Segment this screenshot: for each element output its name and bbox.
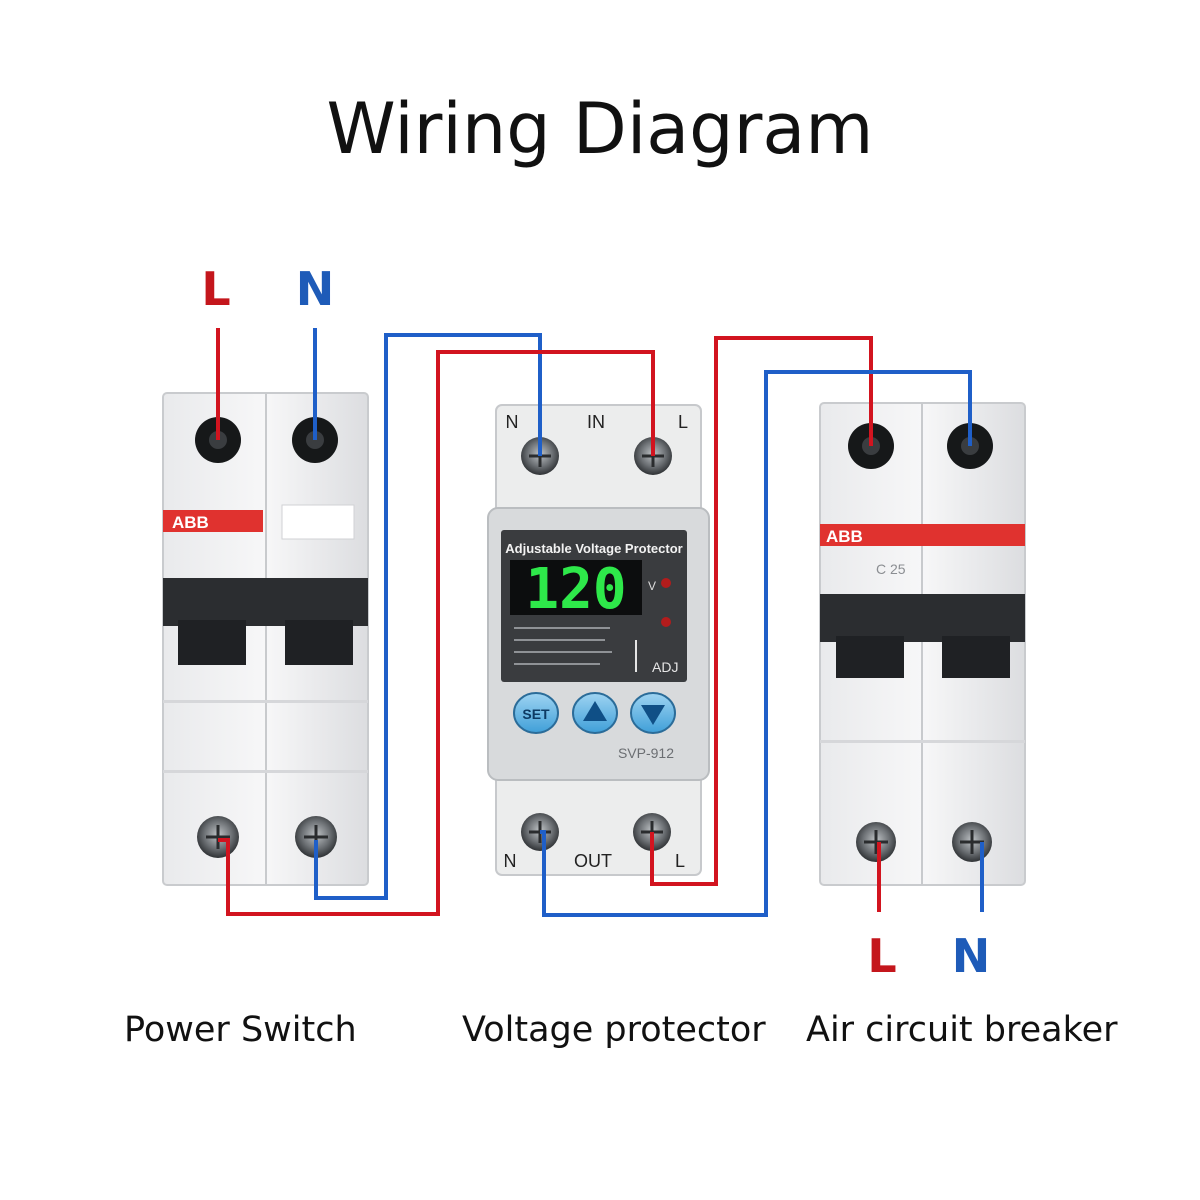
svg-text:SET: SET <box>522 706 550 722</box>
terminal-label-out: OUT <box>574 851 612 871</box>
up-button[interactable] <box>572 692 618 734</box>
caption-air-circuit-breaker: Air circuit breaker <box>806 1010 1118 1050</box>
set-button[interactable]: SET <box>513 692 559 734</box>
live-protector-to-breaker <box>650 336 873 886</box>
power-switch: ABB <box>162 392 369 886</box>
up-arrow-icon <box>583 701 607 721</box>
wires <box>216 328 984 917</box>
output-live-label: L <box>867 929 896 983</box>
output-neutral-label: N <box>952 929 991 983</box>
screw-terminal-icon <box>952 822 992 862</box>
panel-title: Adjustable Voltage Protector <box>505 541 682 556</box>
screw-terminal-icon <box>856 822 896 862</box>
air-circuit-breaker: ABB C 25 <box>819 402 1026 886</box>
neutral-switch-to-protector <box>314 333 542 900</box>
screw-terminal-icon <box>197 816 239 858</box>
down-button[interactable] <box>630 692 676 734</box>
voltage-protector: Adjustable Voltage Protector 120 V ADJ S… <box>487 404 710 876</box>
neutral-protector-to-breaker <box>540 370 972 917</box>
caption-power-switch: Power Switch <box>124 1010 357 1050</box>
caption-voltage-protector: Voltage protector <box>462 1010 766 1050</box>
input-live-label: L <box>201 262 230 316</box>
power-switch-brand: ABB <box>172 513 209 532</box>
terminal-label-top-l: L <box>678 412 688 432</box>
input-neutral-label: N <box>296 262 335 316</box>
terminal-label-bottom-l: L <box>675 851 685 871</box>
display-unit: V <box>648 579 656 593</box>
down-arrow-icon <box>641 705 665 725</box>
breaker-brand: ABB <box>826 527 863 546</box>
terminal-label-in: IN <box>587 412 605 432</box>
voltage-display: 120 <box>525 557 626 622</box>
adj-label: ADJ <box>652 659 678 675</box>
page-title: Wiring Diagram <box>326 88 874 170</box>
terminal-label-bottom-n: N <box>504 851 517 871</box>
screw-terminal-icon <box>295 816 337 858</box>
live-switch-to-protector <box>218 350 655 916</box>
model-label: SVP-912 <box>618 745 674 761</box>
breaker-model: C 25 <box>876 561 906 577</box>
terminal-label-top-n: N <box>506 412 519 432</box>
